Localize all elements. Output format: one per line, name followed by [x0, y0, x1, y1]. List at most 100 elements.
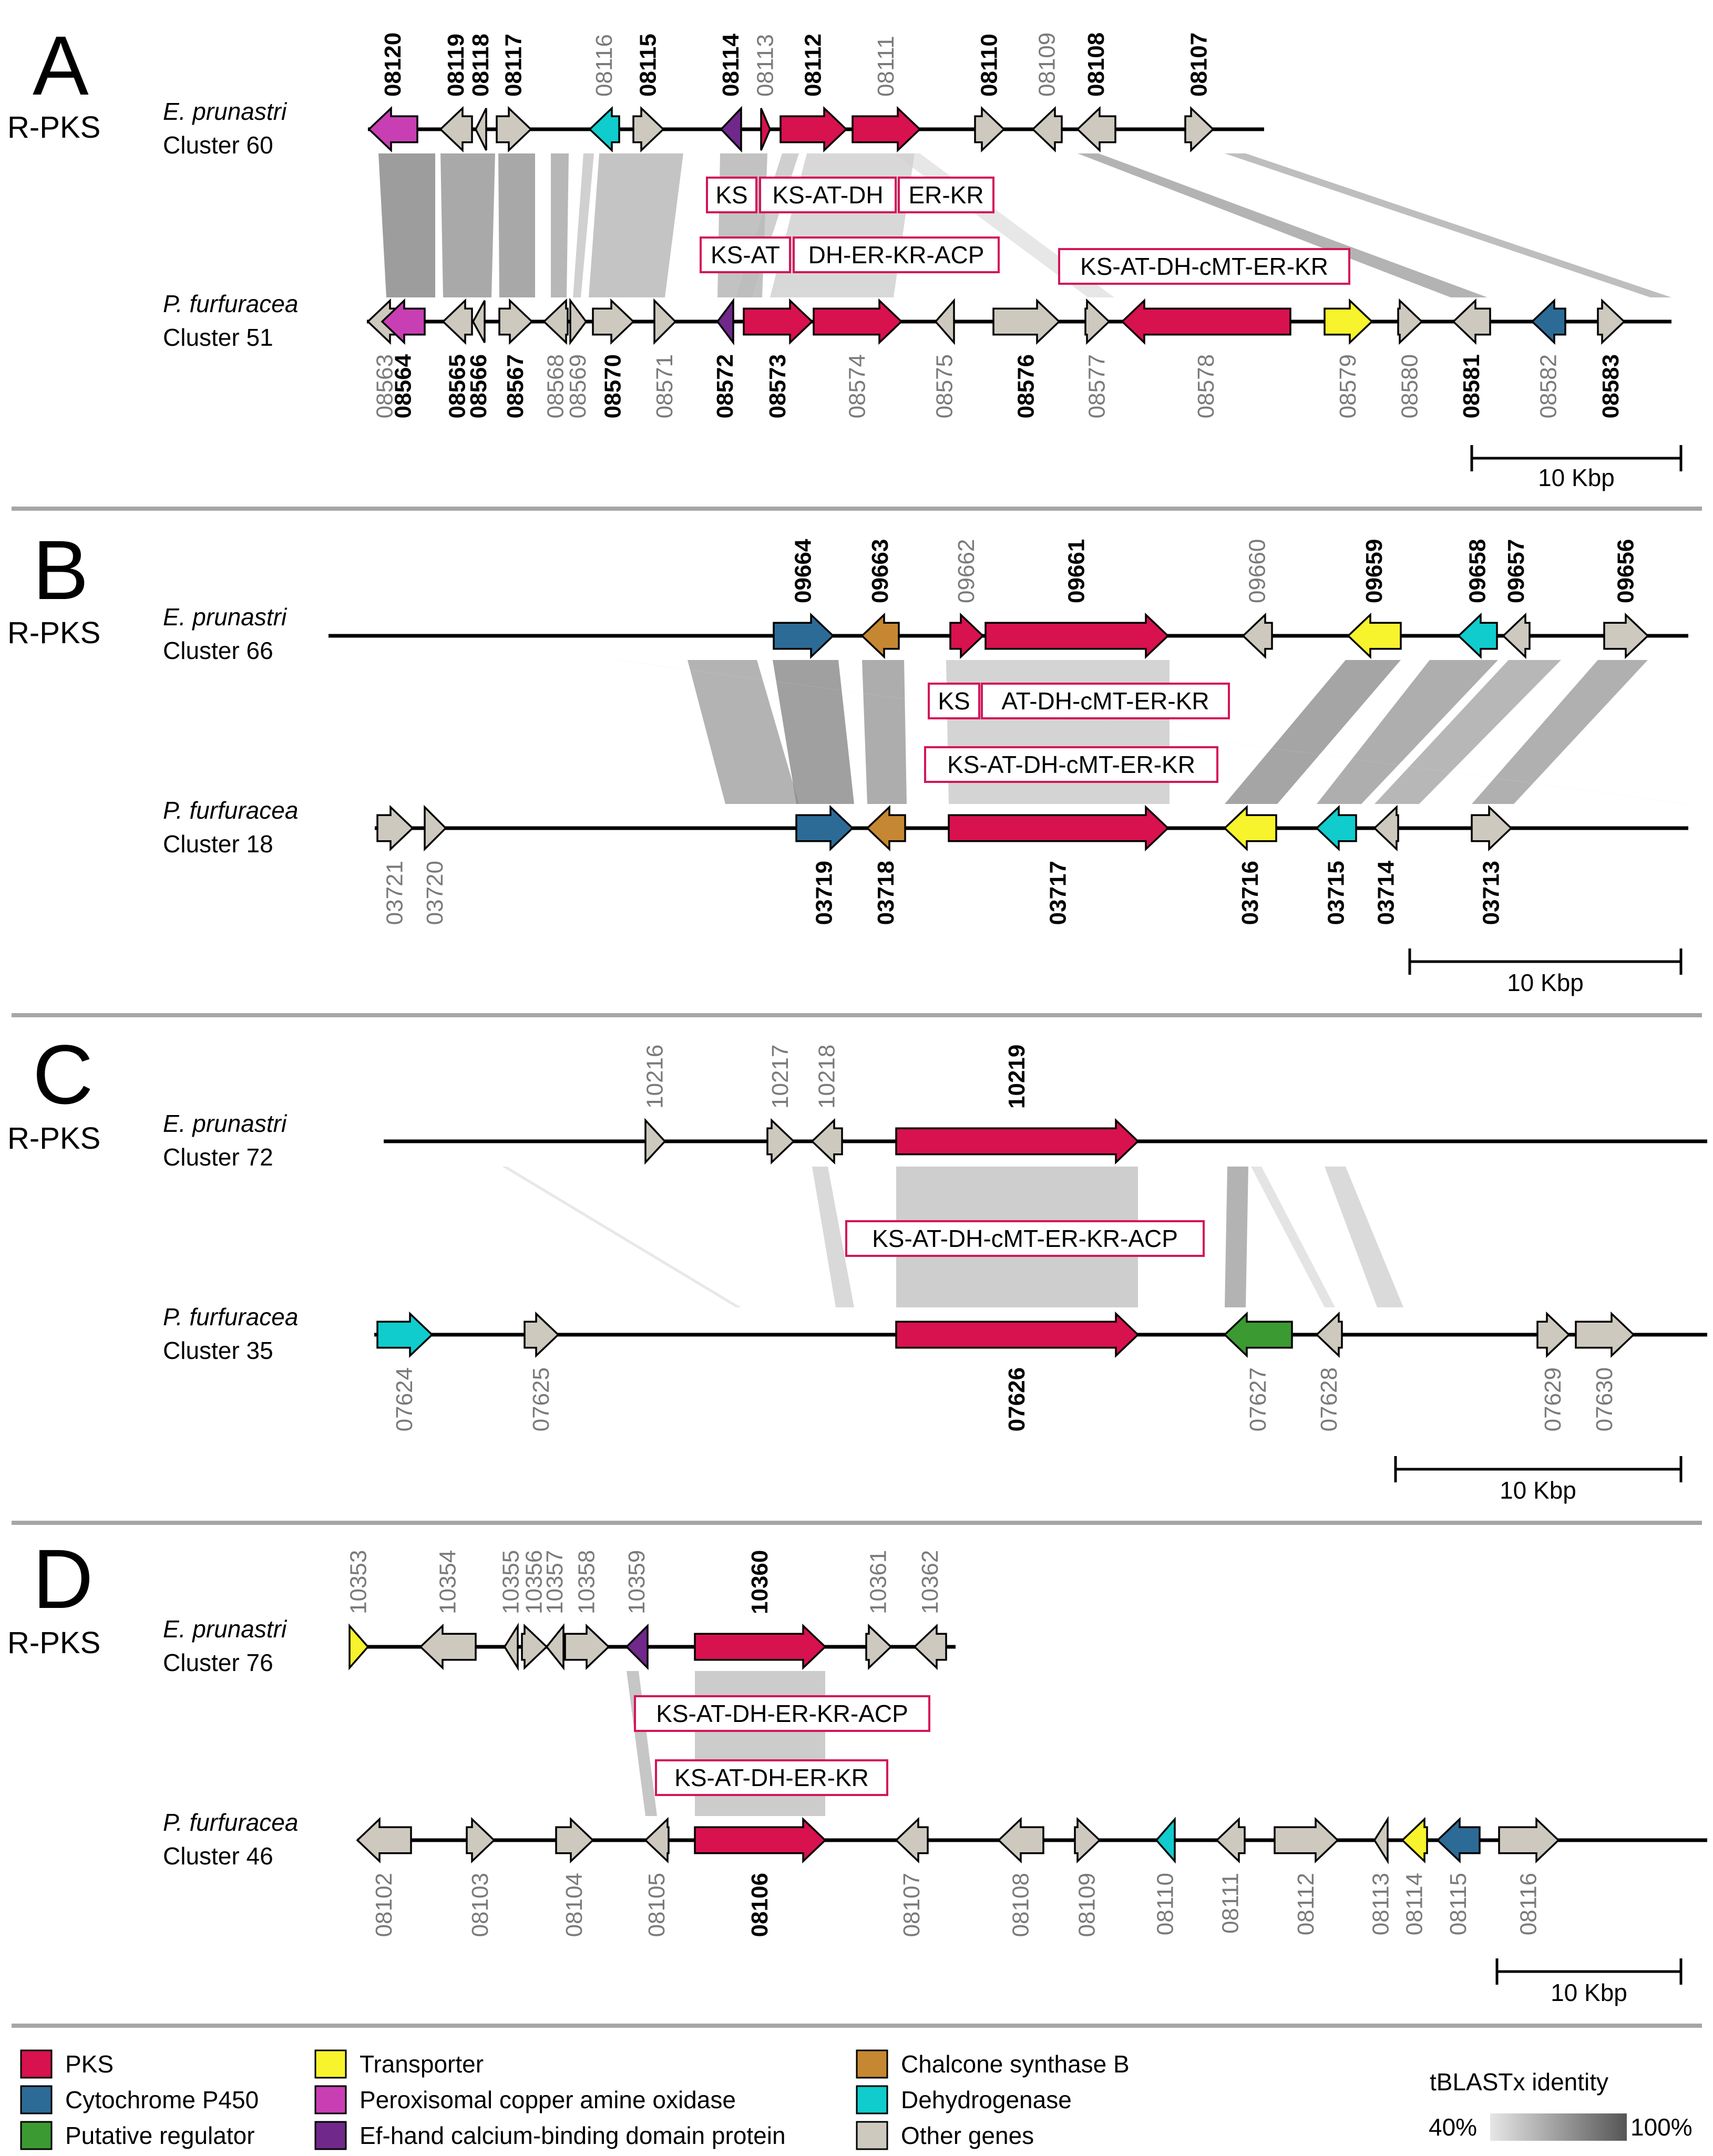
similarity-ribbon [1078, 153, 1488, 297]
gene-arrow-08566 [472, 300, 486, 343]
domain-label: ER-KR [908, 181, 983, 209]
domain-label: KS [938, 687, 970, 715]
gene-label: 08107 [1186, 33, 1212, 97]
domain-annotations-a: KS KS-AT-DH ER-KR KS-AT DH-ER-KR-ACP KS-… [700, 177, 1350, 285]
identity-legend: tBLASTx identity 40% 100% [1429, 2068, 1693, 2141]
gene-label: 08119 [443, 34, 469, 97]
gene-arrow-10360 [694, 1623, 827, 1670]
domain-box [928, 683, 980, 719]
gene-label: 09656 [1613, 539, 1639, 603]
gene-arrow-08103 [466, 1817, 496, 1864]
gene-label: 03713 [1479, 861, 1504, 925]
gene-arrow-08114 [1401, 1817, 1428, 1864]
gene-arrow-08111 [852, 106, 921, 153]
gene-label: 09664 [791, 539, 816, 603]
gene-arrow-09658 [1457, 612, 1498, 659]
gene-label: 08572 [712, 354, 738, 418]
legend-label: Cytochrome P450 [65, 2086, 259, 2113]
gene-label: 10355 [498, 1550, 524, 1614]
gene-arrow-09661 [984, 612, 1170, 659]
gene-arrow-07626 [895, 1311, 1140, 1358]
gene-arrow-08107 [895, 1817, 929, 1864]
domain-box [706, 177, 757, 213]
domain-annotations-c: KS-AT-DH-cMT-ER-KR-ACP [845, 1220, 1205, 1257]
similarity-ribbon [573, 153, 594, 297]
similarity-ribbon [440, 153, 495, 297]
gene-label: 08566 [466, 354, 491, 418]
gene-arrow-10219 [895, 1118, 1140, 1165]
gene-label: 03721 [382, 861, 408, 925]
legend-label: Dehydrogenase [901, 2086, 1072, 2113]
gene-label: 10360 [747, 1550, 773, 1614]
panel-type-d: R-PKS [7, 1626, 100, 1660]
scale-bar-b: 10 Kbp [1408, 948, 1683, 996]
gene-label: 03719 [812, 861, 837, 925]
gene-label: 08569 [565, 354, 591, 418]
gene-label: 07624 [392, 1367, 417, 1431]
gene-arrow-08580 [1397, 298, 1423, 345]
gene-arrow-09660 [1242, 612, 1273, 659]
domain-box [759, 177, 897, 213]
similarity-ribbon [1472, 660, 1648, 804]
gene-arrow-03721 [376, 804, 414, 852]
gene-label: 10357 [542, 1550, 568, 1614]
species-bottom-b: P. furfuracea [163, 797, 298, 824]
gene-arrow-08113 [760, 108, 771, 151]
domain-label: KS-AT-DH-ER-KR [674, 1764, 869, 1791]
gene-arrow-09659 [1347, 612, 1402, 659]
species-top-c: E. prunastri [163, 1110, 288, 1137]
panel-letter-a: A [33, 18, 89, 112]
panel-a-header: A R-PKS E. prunastri Cluster 60 P. furfu… [7, 18, 298, 351]
gene-arrow-03714 [1373, 804, 1399, 852]
gene-label: 08106 [747, 1873, 773, 1937]
domain-label: KS-AT-DH [772, 181, 883, 209]
scale-bar-label: 10 Kbp [1500, 1477, 1576, 1504]
gene-arrow-08116 [1498, 1817, 1560, 1864]
gene-arrow-08102 [356, 1817, 412, 1864]
gene-label: 08113 [1368, 1873, 1394, 1935]
species-bottom-a: P. furfuracea [163, 290, 298, 317]
similarity-ribbon [498, 153, 535, 297]
cluster-top-a: Cluster 60 [163, 131, 273, 159]
gene-arrow-08110 [974, 106, 1006, 153]
panel-type-c: R-PKS [7, 1121, 100, 1156]
gene-label: 08564 [391, 354, 416, 418]
gene-arrow-03716 [1223, 804, 1277, 852]
gene-label: 08581 [1459, 354, 1484, 418]
similarity-ribbon [1225, 153, 1671, 297]
identity-legend-max: 100% [1630, 2113, 1693, 2141]
gene-arrow-08105 [644, 1817, 670, 1864]
gene-arrow-08565 [442, 298, 473, 345]
gene-label: 10361 [866, 1550, 891, 1614]
cluster-bottom-c: Cluster 35 [163, 1337, 273, 1364]
gene-label: 10356 [521, 1550, 547, 1614]
gene-arrow-08568 [542, 298, 569, 345]
gene-arrow-10217 [766, 1118, 795, 1165]
gene-arrow-08113 [1373, 1815, 1389, 1865]
gene-label: 03717 [1045, 861, 1071, 925]
gene-label: 08102 [371, 1873, 397, 1937]
similarity-ribbon [812, 1167, 854, 1307]
gene-arrow-08110 [1155, 1817, 1176, 1864]
gene-label: 08118 [468, 34, 494, 97]
scale-bar-d: 10 Kbp [1495, 1958, 1683, 2006]
identity-gradient-bar [1490, 2113, 1627, 2141]
gene-label: 08114 [1402, 1873, 1428, 1935]
gene-arrow-03718 [866, 804, 906, 852]
panel-d-header: D R-PKS E. prunastri Cluster 76 P. furfu… [7, 1532, 298, 1870]
similarity-ribbon [773, 660, 854, 804]
similarity-ribbon [1251, 1167, 1335, 1307]
gene-label: 09659 [1361, 539, 1387, 603]
species-bottom-c: P. furfuracea [163, 1303, 298, 1330]
domain-label: KS-AT-DH-cMT-ER-KR-ACP [872, 1225, 1178, 1252]
gene-label: 07630 [1592, 1367, 1617, 1431]
legend-swatch-peroxisomal [314, 2085, 347, 2114]
similarity-ribbon [862, 660, 907, 804]
gene-label: 08114 [718, 34, 744, 97]
legend-swatch-dehydrogenase [856, 2085, 888, 2114]
domain-label: KS-AT-DH-cMT-ER-KR [1080, 253, 1328, 280]
domain-label: KS [715, 181, 747, 209]
identity-legend-min: 40% [1429, 2113, 1477, 2141]
gene-label: 09661 [1064, 539, 1090, 603]
